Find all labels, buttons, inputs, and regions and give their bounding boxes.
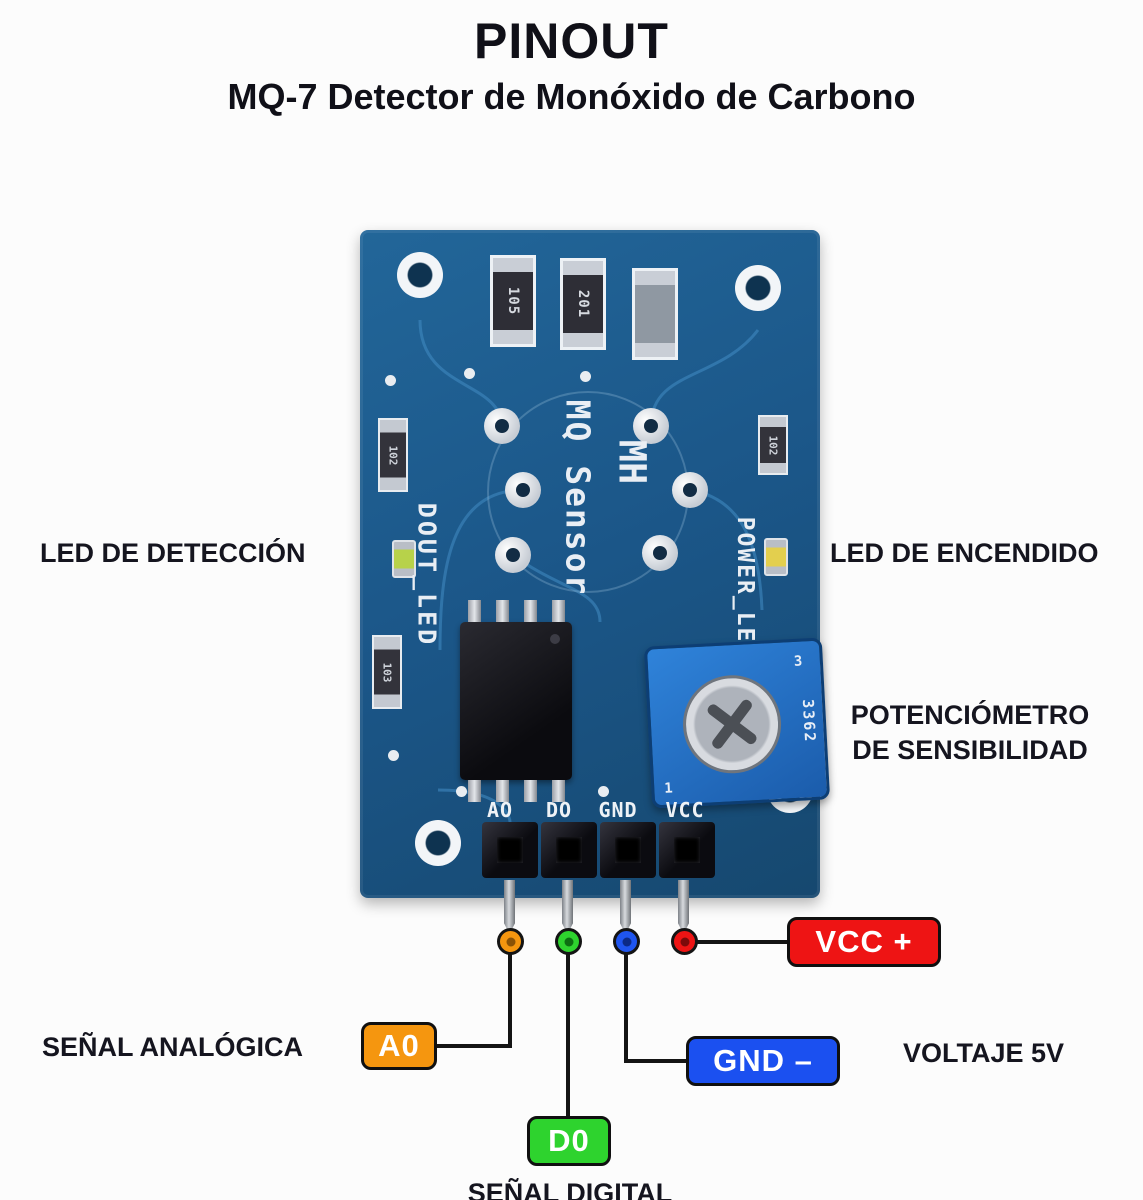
- pin-header: [482, 822, 715, 878]
- label-analog-signal: SEÑAL ANALÓGICA: [42, 1032, 304, 1062]
- page-title: PINOUT: [474, 13, 669, 69]
- wire-a0-vertical: [508, 952, 512, 1048]
- a0-badge: A0: [361, 1022, 437, 1070]
- label-potentiometer-line2: DE SENSIBILIDAD: [852, 735, 1088, 766]
- via: [385, 375, 396, 386]
- potentiometer-marking: 1: [663, 780, 674, 797]
- sensor-pad: [642, 535, 678, 571]
- vcc-badge-label: VCC +: [815, 924, 913, 959]
- wire-gnd-horizontal: [624, 1059, 686, 1063]
- wire-d0-vertical: [566, 952, 570, 1118]
- smd-resistor: 201: [560, 258, 606, 350]
- header-pin-gnd: [620, 880, 631, 934]
- pcb-board: 105 201 102 103 102: [360, 230, 831, 934]
- smd-resistor: 102: [758, 415, 788, 475]
- ic-leg: [468, 780, 481, 802]
- wire-vcc-horizontal: [696, 940, 787, 944]
- potentiometer-marking: 3362: [798, 698, 820, 744]
- pin-dot-gnd: [613, 928, 640, 955]
- pin-header-socket: [482, 822, 538, 878]
- vcc-badge: VCC +: [787, 917, 941, 967]
- sensor-pad: [672, 472, 708, 508]
- smd-resistor-label: 102: [386, 445, 400, 465]
- d0-badge: D0: [527, 1116, 611, 1166]
- header-pin-d0: [562, 880, 573, 934]
- detection-led: [392, 540, 416, 578]
- silkscreen-mq-sensor: MQ Sensor: [558, 399, 598, 597]
- board-pin-label-do: DO: [545, 798, 573, 822]
- pin-dot-vcc: [671, 928, 698, 955]
- sensor-pad: [633, 408, 669, 444]
- label-digital-signal: SEÑAL DIGITAL: [467, 1178, 673, 1200]
- silkscreen-mh: MH: [610, 439, 654, 485]
- wire-gnd-vertical: [624, 952, 628, 1063]
- board-pin-label-gnd: GND: [598, 798, 638, 822]
- ic-leg: [552, 780, 565, 802]
- a0-badge-label: A0: [378, 1028, 420, 1063]
- mounting-hole-top-right: [735, 265, 781, 311]
- potentiometer-screw: [680, 672, 784, 776]
- mounting-hole-bottom-left: [415, 820, 461, 866]
- pin-dot-a0: [497, 928, 524, 955]
- potentiometer: 3362 3 1: [643, 637, 831, 809]
- smd-resistor-label: 105: [504, 286, 521, 316]
- smd-resistor: 102: [378, 418, 408, 492]
- sensor-pad: [495, 537, 531, 573]
- mounting-hole-top-left: [397, 252, 443, 298]
- wire-a0-horizontal: [436, 1044, 510, 1048]
- board-pin-label-ao: AO: [486, 798, 514, 822]
- via: [580, 371, 591, 382]
- via: [456, 786, 467, 797]
- ic-leg: [552, 600, 565, 622]
- power-led: [764, 538, 788, 576]
- pin-header-socket: [600, 822, 656, 878]
- smd-capacitor: [632, 268, 678, 360]
- ic-leg: [524, 780, 537, 802]
- ic-chip: [460, 622, 572, 780]
- label-voltage: VOLTAJE 5V: [903, 1038, 1065, 1068]
- smd-resistor-label: 103: [380, 662, 394, 682]
- board-pin-label-vcc: VCC: [665, 798, 705, 822]
- smd-resistor: 103: [372, 635, 402, 709]
- smd-resistor-label: 102: [766, 435, 780, 455]
- pin-dot-d0: [555, 928, 582, 955]
- label-led-power: LED DE ENCENDIDO: [830, 538, 1099, 568]
- ic-leg: [496, 600, 509, 622]
- sensor-pad: [484, 408, 520, 444]
- d0-badge-label: D0: [548, 1123, 590, 1158]
- page-subtitle: MQ-7 Detector de Monóxido de Carbono: [227, 76, 916, 117]
- ic-leg: [468, 600, 481, 622]
- pin-header-socket: [659, 822, 715, 878]
- ic-leg: [524, 600, 537, 622]
- via: [464, 368, 475, 379]
- ic-leg: [496, 780, 509, 802]
- silkscreen-dout-led: DOUT_LED: [412, 502, 442, 648]
- header-pin-a0: [504, 880, 515, 934]
- label-led-detection: LED DE DETECCIÓN: [40, 538, 306, 568]
- potentiometer-marking: 3: [793, 653, 803, 670]
- gnd-badge: GND –: [686, 1036, 840, 1086]
- smd-resistor: 105: [490, 255, 536, 347]
- label-potentiometer: POTENCIÓMETRO DE SENSIBILIDAD: [825, 698, 1115, 768]
- header-pin-vcc: [678, 880, 689, 934]
- smd-resistor-label: 201: [574, 289, 591, 319]
- gnd-badge-label: GND –: [713, 1043, 813, 1078]
- via: [388, 750, 399, 761]
- silkscreen-power-led: POWER_LE: [732, 516, 758, 644]
- pin-header-socket: [541, 822, 597, 878]
- label-potentiometer-line1: POTENCIÓMETRO: [850, 700, 1090, 730]
- sensor-pad: [505, 472, 541, 508]
- via: [598, 786, 609, 797]
